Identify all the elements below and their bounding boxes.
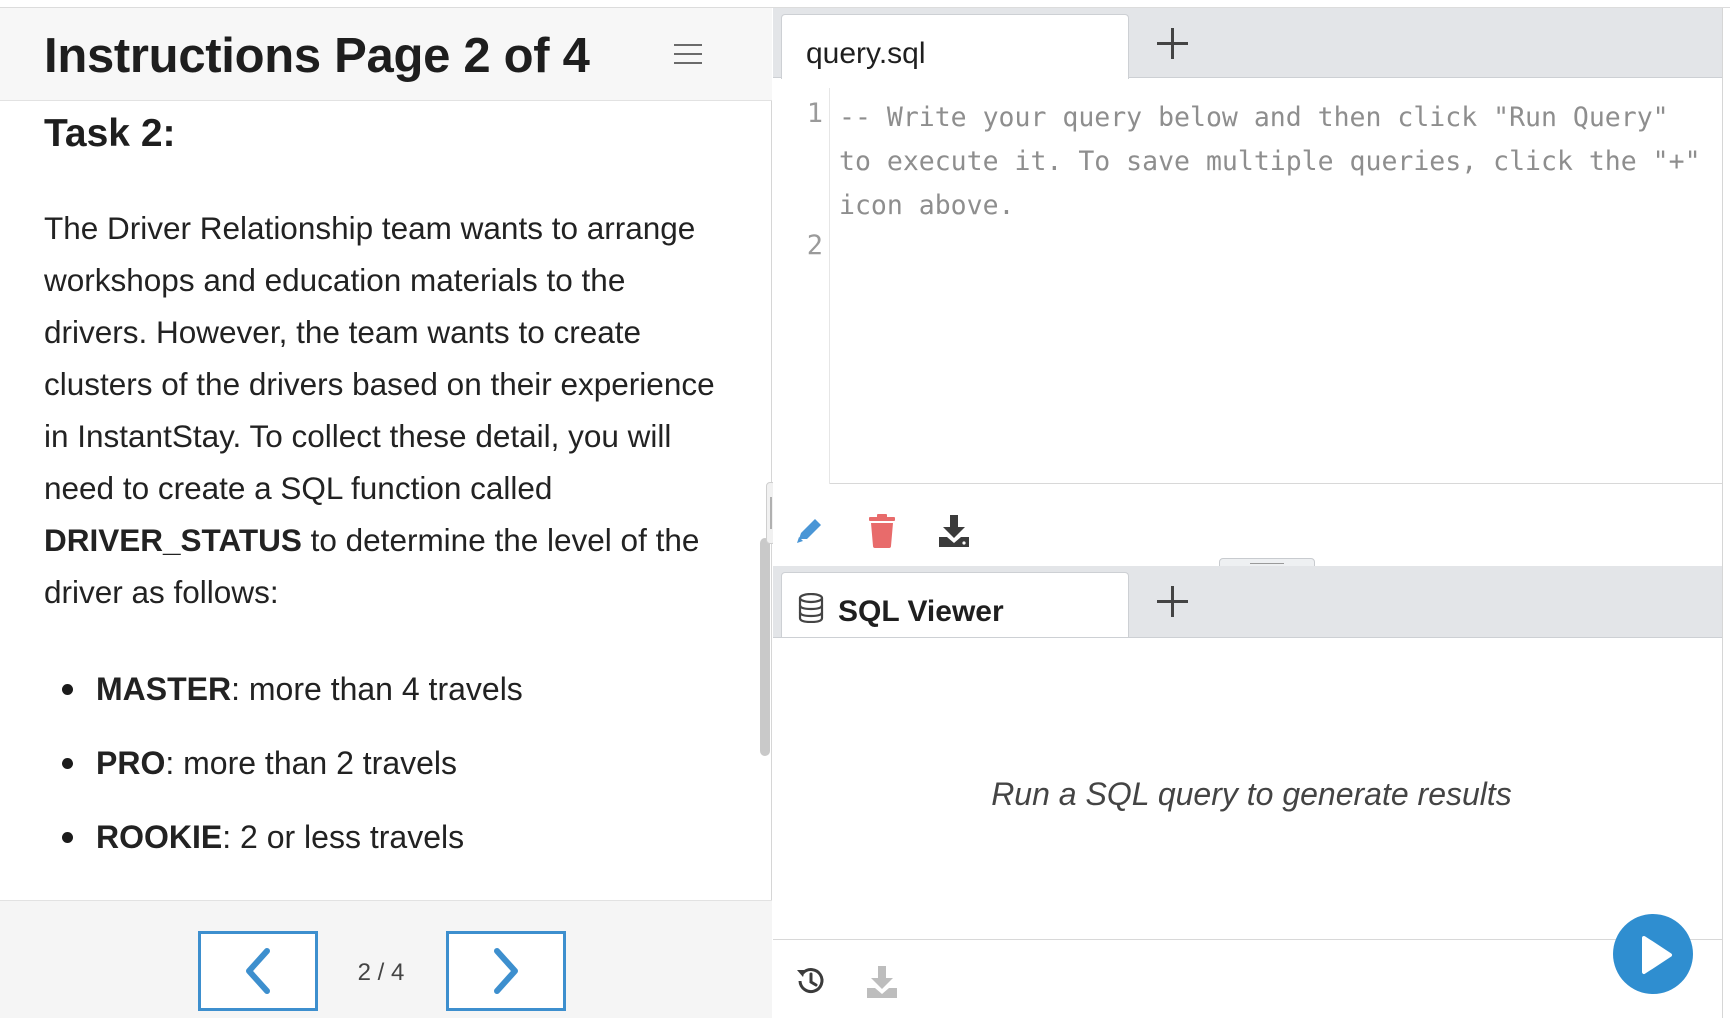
top-border: [0, 0, 1730, 8]
history-icon: [797, 968, 824, 994]
level-desc: : more than 2 travels: [165, 745, 458, 781]
list-item: MASTER: more than 4 travels: [58, 668, 523, 710]
level-desc: : more than 4 travels: [231, 671, 523, 707]
level-list: MASTER: more than 4 travels PRO: more th…: [58, 668, 523, 890]
line-number: 2: [806, 230, 823, 261]
hamburger-icon[interactable]: [674, 44, 702, 66]
database-icon: [798, 593, 824, 623]
download-icon: [867, 966, 897, 998]
line-number: 1: [806, 98, 823, 129]
instructions-header: Instructions Page 2 of 4: [0, 8, 772, 101]
page-indicator: 2 / 4: [357, 959, 405, 986]
instructions-scrollbar[interactable]: [760, 538, 770, 756]
description-text: The Driver Relationship team wants to ar…: [44, 210, 715, 506]
tab-query-sql[interactable]: query.sql: [781, 14, 1129, 79]
code-line: -- Write your query below and then click…: [839, 102, 1717, 221]
right-edge: [1722, 8, 1730, 1018]
chevron-right-icon: [494, 948, 518, 994]
play-icon: [1642, 936, 1672, 974]
tab-label: query.sql: [806, 37, 926, 70]
tab-label: SQL Viewer: [838, 595, 1004, 628]
delete-button[interactable]: [865, 513, 901, 549]
sql-editor[interactable]: 1 2 -- Write your query below and then c…: [773, 88, 1725, 484]
results-toolbar: [773, 914, 1730, 1018]
add-viewer-tab-button[interactable]: [1155, 584, 1191, 620]
task-description: The Driver Relationship team wants to ar…: [44, 202, 724, 618]
list-item: PRO: more than 2 travels: [58, 742, 523, 784]
run-query-button[interactable]: [1613, 914, 1693, 994]
code-content[interactable]: -- Write your query below and then click…: [839, 96, 1709, 228]
description-text-end: to determine the level of the driver as …: [44, 522, 700, 610]
function-name: DRIVER_STATUS: [44, 522, 302, 558]
task-title: Task 2:: [44, 112, 176, 155]
results-placeholder: Run a SQL query to generate results: [991, 776, 1512, 812]
chevron-left-icon: [246, 948, 270, 994]
level-desc: : 2 or less travels: [222, 819, 465, 855]
pencil-icon: [797, 519, 821, 543]
viewer-tab-bar: SQL Viewer: [773, 566, 1730, 638]
level-term: MASTER: [96, 671, 232, 707]
instructions-panel: Instructions Page 2 of 4 Task 2: The Dri…: [0, 8, 772, 1018]
instructions-content: Task 2: The Driver Relationship team wan…: [0, 102, 760, 904]
line-number-gutter: 1 2: [773, 88, 830, 484]
edit-button[interactable]: [793, 513, 829, 549]
list-item: ROOKIE: 2 or less travels: [58, 816, 523, 858]
pagination-bar: 2 / 4: [0, 900, 772, 1018]
editor-tab-bar: query.sql: [773, 8, 1730, 79]
level-term: PRO: [96, 745, 166, 781]
level-term: ROOKIE: [96, 819, 223, 855]
next-page-button[interactable]: [446, 931, 566, 1011]
add-query-tab-button[interactable]: [1155, 26, 1191, 62]
page-title: Instructions Page 2 of 4: [44, 29, 590, 83]
results-area: Run a SQL query to generate results: [773, 638, 1730, 940]
workspace-panel: query.sql 1 2 -- Write your query below …: [773, 8, 1730, 1018]
download-icon: [939, 515, 969, 547]
editor-toolbar: [773, 485, 1730, 567]
previous-page-button[interactable]: [198, 931, 318, 1011]
download-results-button[interactable]: [865, 964, 901, 1000]
tab-sql-viewer[interactable]: SQL Viewer: [781, 572, 1129, 637]
download-query-button[interactable]: [937, 513, 973, 549]
trash-icon: [869, 514, 895, 548]
history-button[interactable]: [793, 964, 829, 1000]
